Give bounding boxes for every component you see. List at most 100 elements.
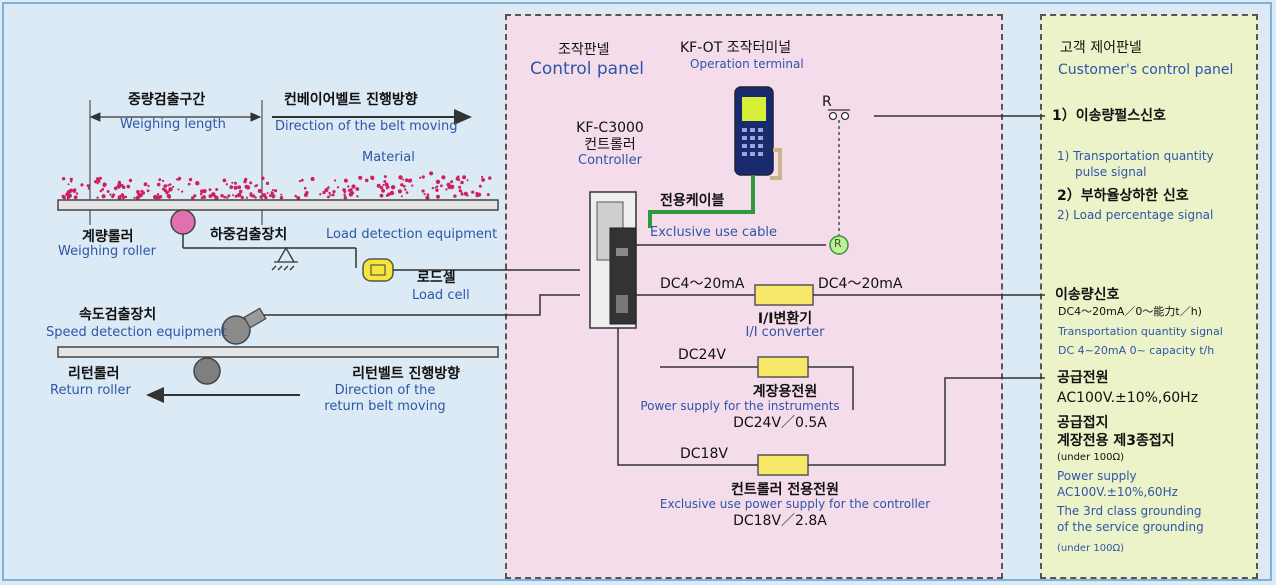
material-dot <box>400 183 404 187</box>
material-dot <box>343 196 347 200</box>
material-dot <box>102 182 107 187</box>
customer-panel-box <box>1040 14 1258 579</box>
material-dot <box>147 184 150 188</box>
material-dot <box>202 189 207 194</box>
load-detection-ko: 하중검출장치 <box>210 227 288 243</box>
material-dot <box>455 176 460 181</box>
material-dot <box>324 188 329 192</box>
material-dot <box>279 196 284 200</box>
ground-ko-2: 계장전용 제3종접지 <box>1057 433 1175 449</box>
load-cell-window <box>370 264 386 276</box>
material-dot <box>124 195 128 199</box>
material-dot <box>156 193 160 196</box>
dc18-label: DC18V <box>680 446 728 462</box>
material-dot <box>222 178 227 183</box>
material-dot <box>181 190 184 193</box>
return-roller-ko: 리턴롤러 <box>68 366 120 382</box>
material-dot <box>431 186 434 190</box>
belt-direction-en: Direction of the belt moving <box>275 119 458 134</box>
material-dot <box>232 194 234 197</box>
material-dot <box>231 181 234 184</box>
material-dot <box>436 194 440 199</box>
terminal-strap <box>770 148 782 180</box>
material-dot <box>463 191 468 196</box>
material-dot <box>254 196 257 199</box>
material-dot <box>364 178 369 183</box>
material-dot <box>398 189 402 193</box>
material-dots <box>61 171 492 200</box>
material-dot <box>96 177 100 182</box>
material-dot <box>162 179 165 182</box>
material-dot <box>370 175 375 180</box>
material-dot <box>227 194 231 198</box>
material-dot <box>402 178 405 181</box>
material-dot <box>486 193 490 197</box>
material-dot <box>355 187 360 191</box>
material-dot <box>120 193 125 197</box>
psu-instr-ko: 계장용전원 <box>752 384 818 400</box>
material-dot <box>135 195 140 200</box>
material-dot <box>327 195 330 199</box>
material-dot <box>225 183 229 186</box>
material-dot <box>426 193 430 196</box>
material-dot <box>67 183 70 186</box>
load-cell-en: Load cell <box>412 288 470 303</box>
material-dot <box>240 195 244 200</box>
material-dot <box>347 189 351 192</box>
speed-sensor-head <box>243 307 267 329</box>
material-dot <box>435 185 439 188</box>
material-dot <box>336 186 340 189</box>
pulse-signal-ko: 1）이송량펄스신호 <box>1052 108 1166 124</box>
material-dot <box>61 177 66 181</box>
load-detection-en: Load detection equipment <box>326 227 498 242</box>
material-dot <box>80 183 84 187</box>
material-dot <box>133 196 136 199</box>
material-dot <box>259 195 263 199</box>
material-dot <box>177 188 180 191</box>
belt-direction-ko: 컨베이어벨트 진행방향 <box>284 92 418 108</box>
ground-en-2: of the service grounding <box>1057 520 1204 534</box>
material-dot <box>303 186 307 190</box>
material-dot <box>441 175 446 180</box>
material-dot <box>384 182 389 187</box>
material-dot <box>61 194 65 199</box>
ground-under-1: (under 100Ω) <box>1057 452 1124 463</box>
material-dot <box>440 184 443 188</box>
material-dot <box>266 192 269 195</box>
material-dot <box>419 176 422 179</box>
relay-contact-left <box>828 111 838 121</box>
material-dot <box>244 184 249 189</box>
customer-title-ko: 고객 제어판넬 <box>1060 40 1142 56</box>
dc-in-label: DC4～20mA <box>660 276 745 292</box>
material-dot <box>379 193 384 198</box>
material-dot <box>155 195 159 199</box>
weighing-roller-en: Weighing roller <box>58 244 157 259</box>
material-dot <box>356 195 359 198</box>
terminal-en: Operation terminal <box>690 57 804 71</box>
material-dot <box>404 188 407 191</box>
material-dot <box>475 193 479 198</box>
material-dot <box>75 192 79 195</box>
psu-instr-rating: DC24V／0.5A <box>733 415 827 431</box>
terminal-screen <box>742 97 766 121</box>
material-dot <box>136 190 140 194</box>
material-dot <box>187 182 191 186</box>
return-roller-en: Return roller <box>50 383 131 398</box>
material-dot <box>411 184 414 187</box>
material-dot <box>272 196 275 199</box>
ground-under-2: (under 100Ω) <box>1057 543 1124 554</box>
material-dot <box>69 177 73 181</box>
material-dot <box>328 191 331 195</box>
material-dot <box>379 186 384 190</box>
material-dot <box>178 176 182 180</box>
material-dot <box>421 189 425 193</box>
material-dot <box>402 184 406 188</box>
material-dot <box>481 178 485 182</box>
material-dot <box>271 189 274 192</box>
material-dot <box>113 186 118 191</box>
psu-ctrl-ko: 컨트롤러 전용전원 <box>731 482 839 498</box>
material-dot <box>99 189 103 193</box>
material-dot <box>233 185 238 190</box>
material-dot <box>262 193 267 198</box>
